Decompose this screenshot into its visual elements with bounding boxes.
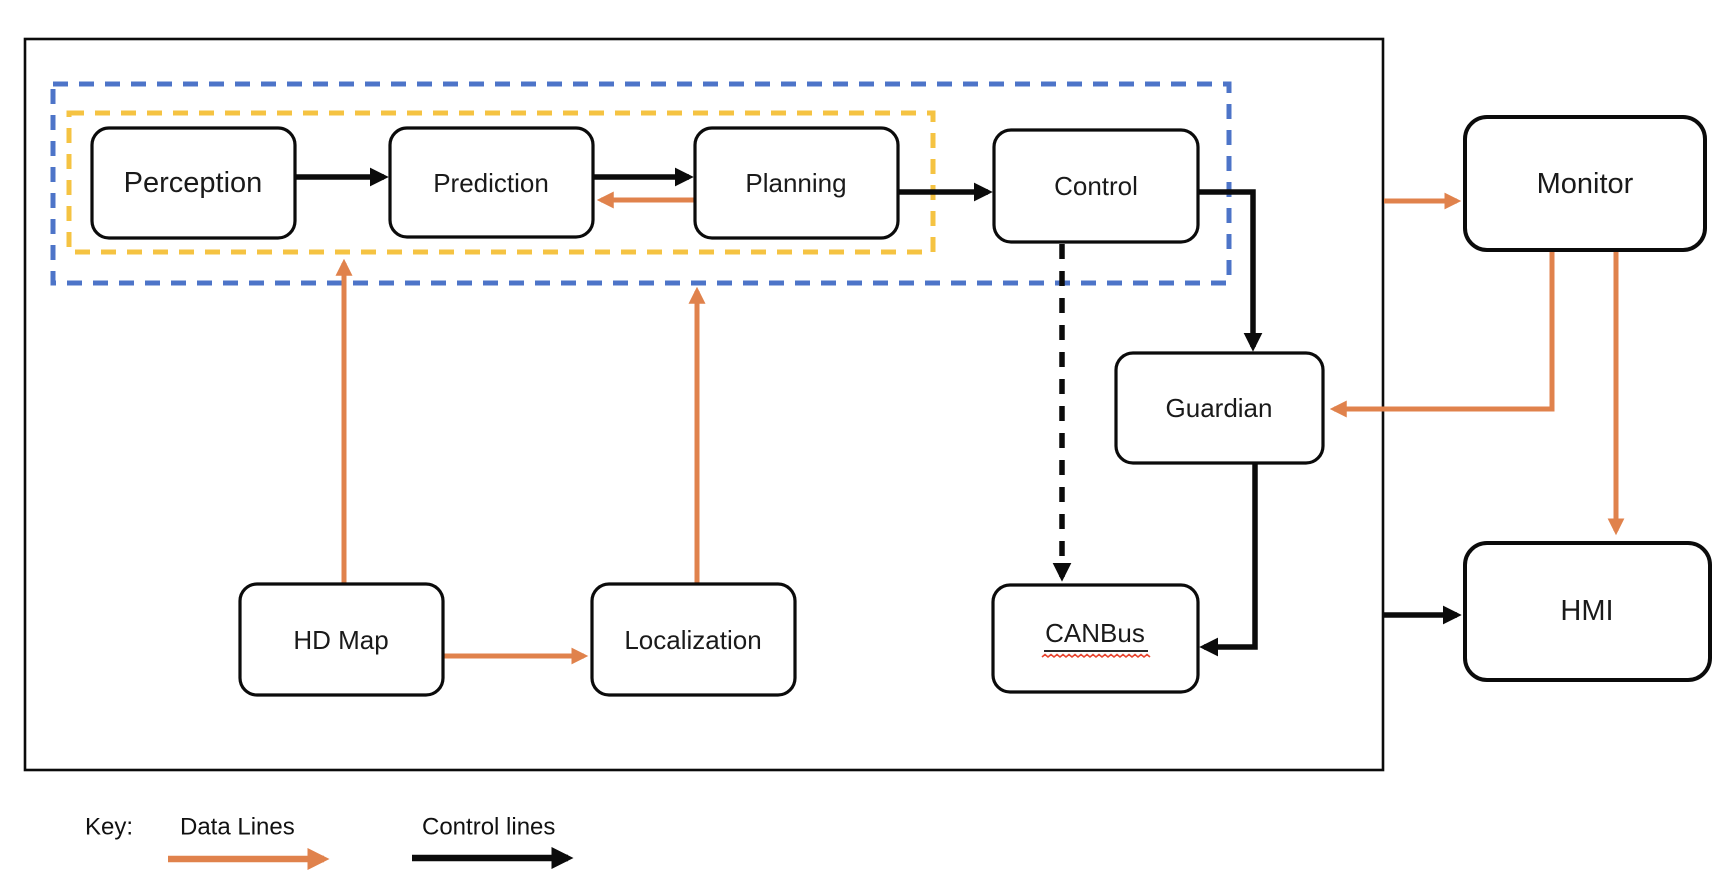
canbus-spellcheck-squiggle-icon [1041,653,1151,659]
prediction-box [388,126,595,239]
node-localization: Localization [590,582,797,697]
node-planning: Planning [693,126,900,240]
node-hmi: HMI [1463,541,1712,682]
legend-data-lines-label: Data Lines [180,814,295,841]
canbus-label: CANBus [1045,618,1145,648]
legend-control-lines-label: Control lines [422,814,555,841]
node-guardian: Guardian [1114,351,1325,465]
localization-box [590,582,797,697]
arrow-control-to-guardian [1198,189,1263,352]
arrow-guardian-to-canbus [1199,463,1258,657]
node-canbus: CANBus [991,583,1200,694]
localization-label: Localization [624,625,761,655]
planning-box [693,126,900,240]
legend: Key: Data Lines Control lines [85,814,574,871]
monitor-label: Monitor [1537,168,1634,200]
guardian-box [1114,351,1325,465]
guardian-label: Guardian [1166,393,1273,423]
node-hd-map: HD Map [238,582,445,697]
canbus-box [991,583,1200,694]
planning-pipeline-group-outline [66,110,936,255]
hd-map-label: HD Map [293,625,388,655]
node-control: Control [992,128,1200,244]
node-perception: Perception [90,126,297,240]
control-box [992,128,1200,244]
perception-label: Perception [124,167,263,199]
hd-map-box [238,582,445,697]
node-monitor: Monitor [1463,115,1707,252]
control-label: Control [1054,171,1138,201]
system-boundary-box [23,37,1385,772]
legend-key-label: Key: [85,814,133,841]
node-prediction: Prediction [388,126,595,239]
hmi-box [1463,541,1712,682]
monitor-box [1463,115,1707,252]
autonomy-modules-group-outline [50,81,1232,286]
prediction-label: Prediction [433,168,549,198]
hmi-label: HMI [1560,595,1613,627]
perception-box [90,126,297,240]
planning-label: Planning [745,168,846,198]
arrow-monitor-to-guardian [1329,250,1555,418]
